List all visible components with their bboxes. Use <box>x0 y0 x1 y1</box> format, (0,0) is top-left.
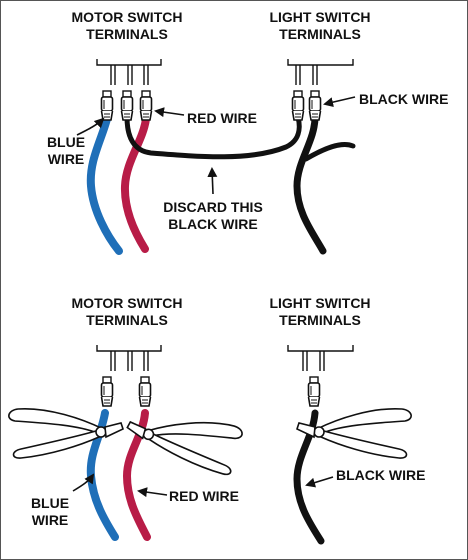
arrow-black-wire-bottom <box>305 476 334 488</box>
arrow-blue-wire <box>76 117 105 136</box>
red-wire-label-top: RED WIRE <box>187 110 257 126</box>
light-switch-body-top <box>287 59 354 85</box>
black-wire-label-bottom: BLACK WIRE <box>336 467 426 483</box>
black-wire-label-top: BLACK WIRE <box>359 91 449 107</box>
arrow-blue-wire-bottom <box>72 473 95 492</box>
motor-switch-header-bottom: MOTOR SWITCH TERMINALS <box>71 295 183 328</box>
wire-connector-icon <box>291 90 305 121</box>
red-wire-top <box>120 115 150 253</box>
wire-connector-icon <box>100 376 114 407</box>
wire-connector-icon <box>138 376 152 407</box>
wire-connector-icon <box>307 376 321 407</box>
light-switch-header-bottom: LIGHT SWITCH TERMINALS <box>269 295 371 328</box>
blue-wire-label-bottom: BLUE WIRE <box>30 495 70 528</box>
arrow-red-wire <box>154 107 185 118</box>
wire-connector-icon <box>308 90 322 121</box>
light-switch-body-bottom <box>287 345 354 371</box>
motor-switch-body-top <box>96 59 162 85</box>
discard-black-wire <box>124 114 302 160</box>
arrow-red-wire-bottom <box>137 487 168 498</box>
discard-label: DISCARD THIS BLACK WIRE <box>163 199 263 232</box>
blue-wire-label-top: BLUE WIRE <box>46 134 86 167</box>
arrow-discard <box>207 167 218 195</box>
red-wire-label-bottom: RED WIRE <box>169 488 239 504</box>
black-wire-top <box>293 113 327 255</box>
motor-switch-body-bottom <box>96 345 162 371</box>
wire-connector-icon <box>100 90 114 121</box>
motor-switch-header-top: MOTOR SWITCH TERMINALS <box>71 9 183 42</box>
black-wire-top-extra <box>303 142 356 162</box>
wire-connector-icon <box>139 90 153 121</box>
wire-connector-icon <box>120 90 134 121</box>
light-switch-header-top: LIGHT SWITCH TERMINALS <box>269 9 371 42</box>
blue-wire-top <box>86 115 123 255</box>
arrow-black-wire <box>323 96 356 108</box>
